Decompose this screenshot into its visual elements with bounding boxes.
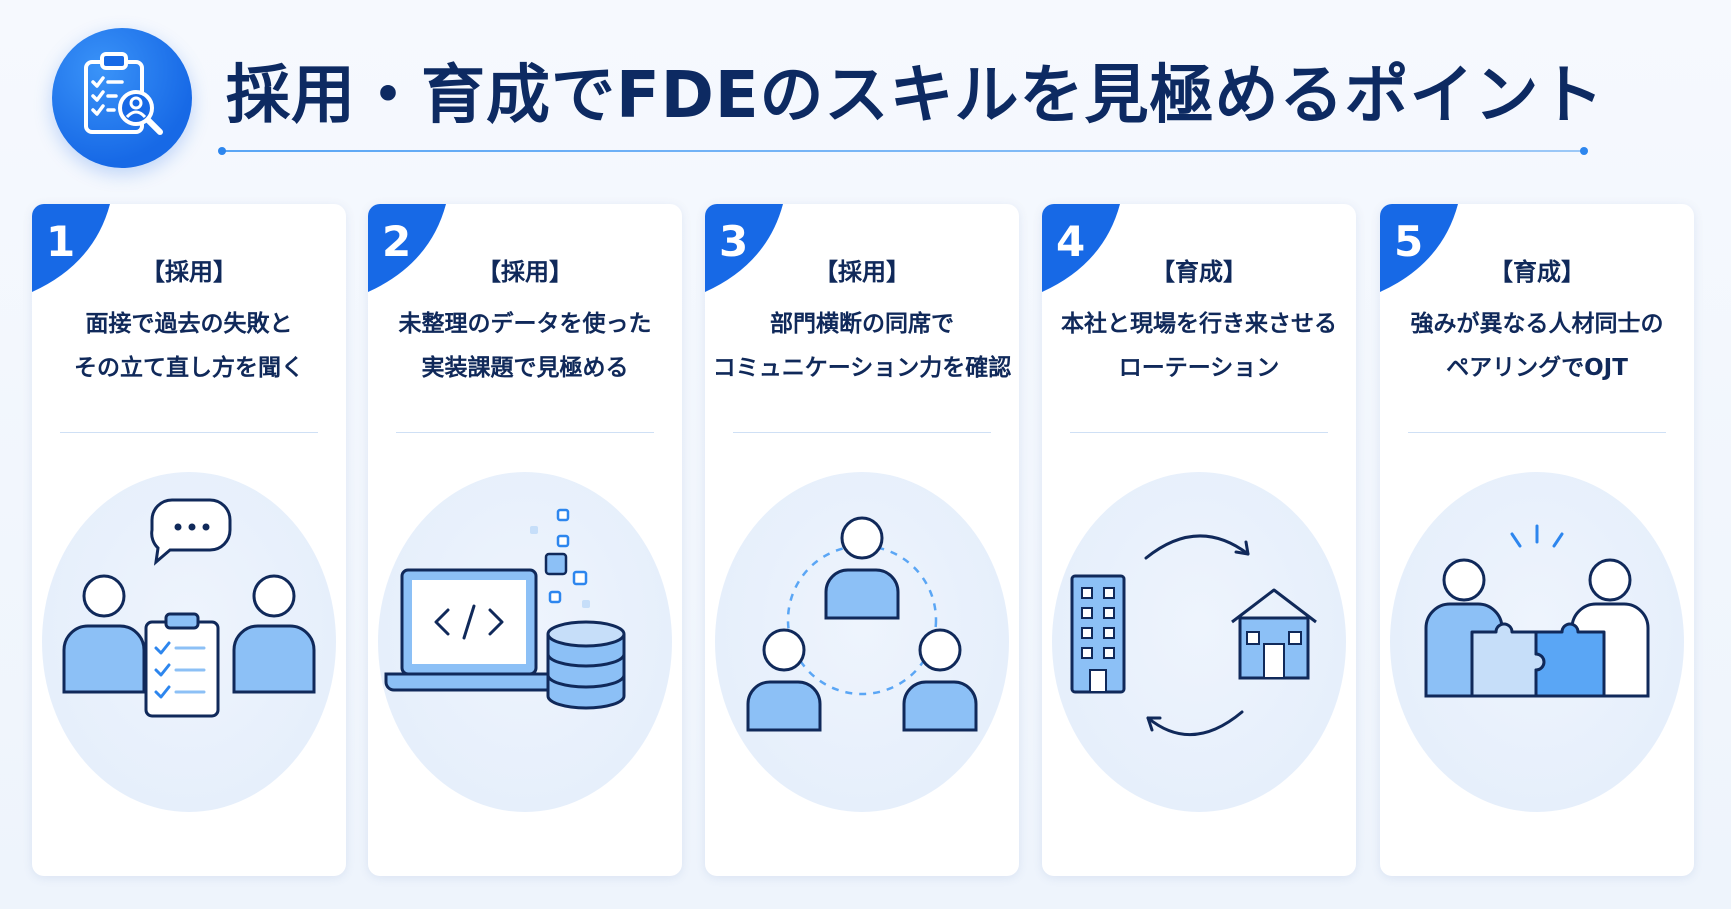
laptop-data-icon bbox=[384, 508, 626, 710]
description-line: 本社と現場を行き来させる bbox=[1061, 311, 1337, 337]
card-category: 【採用】 bbox=[141, 258, 237, 286]
card-divider bbox=[1070, 432, 1328, 433]
card-category: 【育成】 bbox=[1489, 258, 1585, 286]
clipboard-search-icon bbox=[52, 28, 192, 168]
description-line: ローテーション bbox=[1118, 355, 1280, 381]
description-line: 強みが異なる人材同士の bbox=[1410, 311, 1664, 337]
description-line: コミュニケーション力を確認 bbox=[712, 355, 1012, 381]
number-tab bbox=[32, 204, 112, 292]
card-description: 部門横断の同席で コミュニケーション力を確認 bbox=[711, 302, 1013, 390]
card-category: 【採用】 bbox=[477, 258, 573, 286]
card-divider bbox=[60, 432, 318, 433]
number-tab bbox=[368, 204, 448, 292]
description-line: 部門横断の同席で bbox=[770, 311, 954, 337]
card-number: 4 bbox=[1056, 217, 1086, 266]
point-card-2: 2 【採用】 未整理のデータを使った 実装課題で見極める bbox=[368, 204, 682, 876]
card-category: 【育成】 bbox=[1151, 258, 1247, 286]
card-category: 【採用】 bbox=[814, 258, 910, 286]
card-divider bbox=[1408, 432, 1666, 433]
card-description: 本社と現場を行き来させる ローテーション bbox=[1048, 302, 1350, 390]
interview-icon bbox=[62, 498, 316, 718]
puzzle-pairing-icon bbox=[1424, 524, 1650, 698]
page-title: 採用・育成でFDEのスキルを見極めるポイント bbox=[226, 59, 1605, 133]
card-description: 面接で過去の失敗と その立て直し方を聞く bbox=[38, 302, 340, 390]
card-number: 5 bbox=[1394, 217, 1424, 266]
card-divider bbox=[733, 432, 991, 433]
card-number: 2 bbox=[382, 217, 412, 266]
number-tab bbox=[1380, 204, 1460, 292]
description-line: 面接で過去の失敗と bbox=[85, 311, 293, 337]
title-divider bbox=[218, 147, 1588, 155]
description-line: ペアリングでOJT bbox=[1446, 355, 1628, 381]
card-description: 未整理のデータを使った 実装課題で見極める bbox=[374, 302, 676, 390]
point-card-1: 1 【採用】 面接で過去の失敗と その立て直し方を聞く bbox=[32, 204, 346, 876]
point-cards: 1 【採用】 面接で過去の失敗と その立て直し方を聞く bbox=[32, 204, 1700, 876]
card-description: 強みが異なる人材同士の ペアリングでOJT bbox=[1386, 302, 1688, 390]
divider-dot bbox=[1580, 147, 1588, 155]
team-network-icon bbox=[746, 516, 978, 732]
description-line: 未整理のデータを使った bbox=[398, 311, 652, 337]
number-tab bbox=[705, 204, 785, 292]
card-divider bbox=[396, 432, 654, 433]
point-card-4: 4 【育成】 本社と現場を行き来させる ローテーション bbox=[1042, 204, 1356, 876]
point-card-3: 3 【採用】 部門横断の同席で コミュニケーション力を確認 bbox=[705, 204, 1019, 876]
number-tab bbox=[1042, 204, 1122, 292]
rotation-icon bbox=[1070, 534, 1317, 737]
divider-dot bbox=[218, 147, 226, 155]
card-number: 1 bbox=[46, 217, 76, 266]
description-line: 実装課題で見極める bbox=[421, 355, 629, 381]
card-number: 3 bbox=[719, 217, 749, 266]
point-card-5: 5 【育成】 強みが異なる人材同士の ペアリングでOJT bbox=[1380, 204, 1694, 876]
description-line: その立て直し方を聞く bbox=[74, 355, 304, 381]
